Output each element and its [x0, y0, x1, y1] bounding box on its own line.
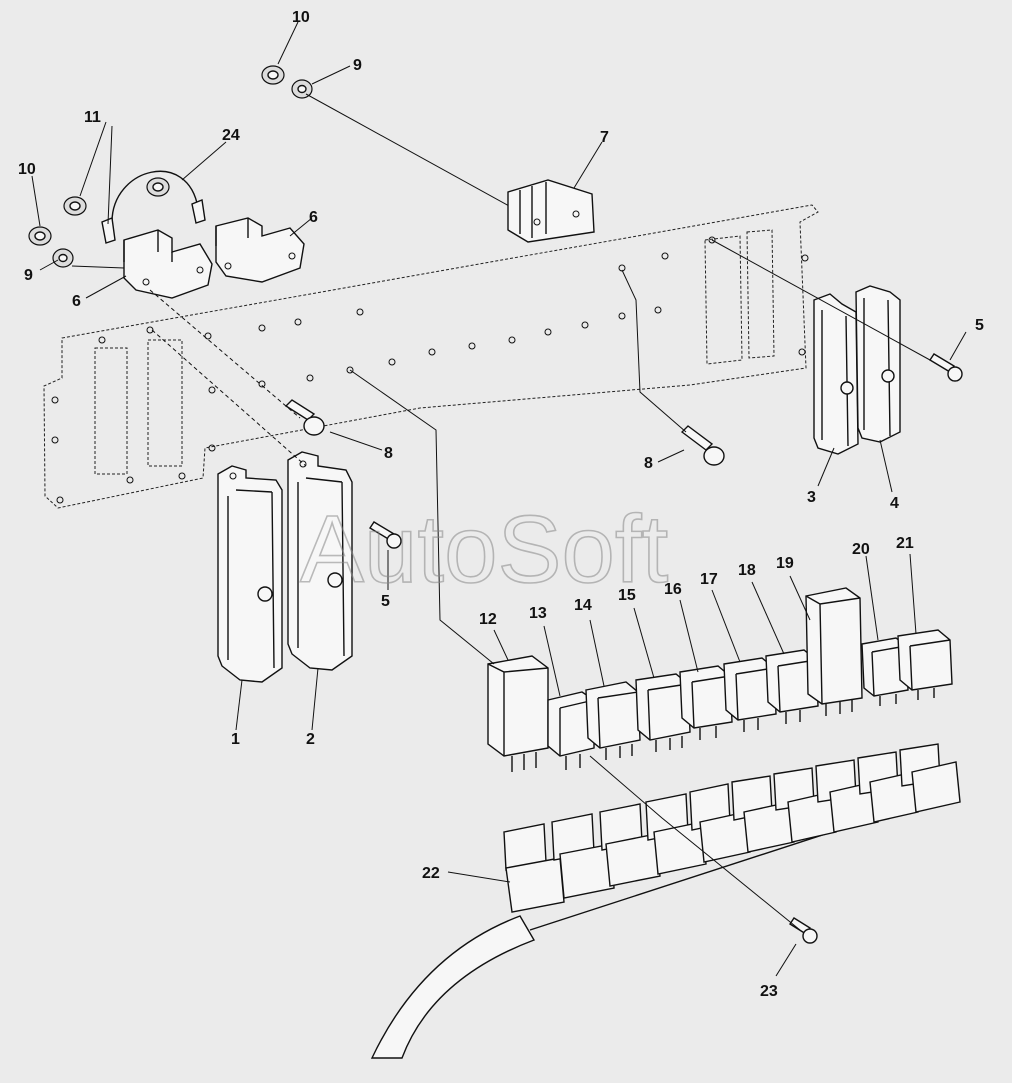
callout-3: 3 — [807, 489, 816, 506]
washer-9-left — [52, 248, 74, 268]
relay-row — [487, 587, 953, 772]
callout-17: 17 — [700, 571, 718, 588]
module-2 — [287, 451, 353, 671]
leader-lines — [31, 21, 967, 977]
callout-15: 15 — [618, 587, 636, 604]
bracket-6-right — [215, 217, 305, 283]
spacer-block-7 — [507, 179, 595, 243]
callout-16: 16 — [664, 581, 682, 598]
screw-8-right — [680, 425, 725, 466]
callout-7: 7 — [600, 129, 609, 146]
callout-9-top: 9 — [353, 57, 362, 74]
callout-10-top: 10 — [292, 9, 310, 26]
nut-11 — [63, 196, 87, 216]
screw-8-left — [284, 399, 325, 436]
callout-23: 23 — [760, 983, 778, 1000]
callout-labels: 10 9 11 24 10 9 6 6 7 8 8 5 5 3 4 1 2 12… — [18, 9, 984, 1000]
callout-9-left: 9 — [24, 267, 33, 284]
callout-24: 24 — [222, 127, 240, 144]
screw-5-upper — [929, 353, 963, 382]
ground-strap-24 — [101, 170, 206, 244]
callout-12: 12 — [479, 611, 497, 628]
nut-10-left — [28, 226, 52, 246]
nut-10-top — [261, 65, 285, 85]
washer-9-top — [291, 79, 313, 99]
callout-22: 22 — [422, 865, 440, 882]
callout-4: 4 — [890, 495, 899, 512]
callout-20: 20 — [852, 541, 870, 558]
screw-23 — [789, 917, 818, 944]
callout-2: 2 — [306, 731, 315, 748]
callout-19: 19 — [776, 555, 794, 572]
module-4 — [855, 285, 901, 443]
callout-21: 21 — [896, 535, 914, 552]
callout-6-left: 6 — [72, 293, 81, 310]
callout-1: 1 — [231, 731, 240, 748]
callout-13: 13 — [529, 605, 547, 622]
callout-8-left: 8 — [384, 445, 393, 462]
callout-10-left: 10 — [18, 161, 36, 178]
callout-6-right: 6 — [309, 209, 318, 226]
callout-11: 11 — [84, 109, 101, 126]
watermark: AutoSoft — [300, 496, 668, 603]
screw-5-lower — [369, 521, 402, 549]
callout-18: 18 — [738, 562, 756, 579]
callout-5-upper: 5 — [975, 317, 984, 334]
bracket-6-left — [123, 229, 213, 299]
callout-5-lower: 5 — [381, 593, 390, 610]
callout-14: 14 — [574, 597, 592, 614]
callout-8-right: 8 — [644, 455, 653, 472]
module-3 — [813, 293, 859, 455]
relay-socket-harness-22 — [370, 743, 961, 1059]
module-1 — [217, 465, 283, 683]
